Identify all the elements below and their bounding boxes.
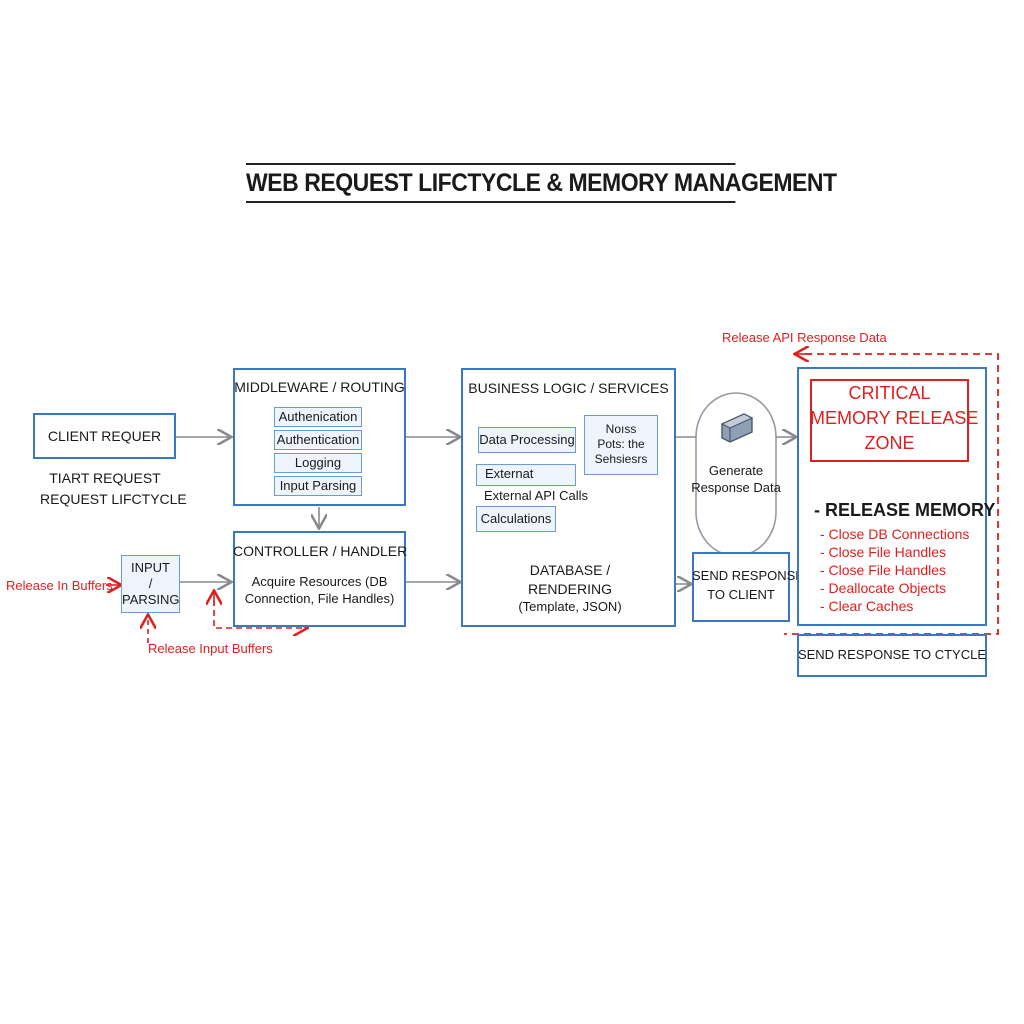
release-item-close-file-2: - Close File Handles	[820, 562, 947, 578]
middleware-item-authentication: Authentication	[274, 430, 362, 450]
notes-line1: Noıss	[605, 422, 637, 436]
release-item-close-file-1: - Close File Handles	[820, 544, 947, 560]
notes-box: Noıss Pots: the Sehsiesrs	[584, 415, 658, 475]
input-parsing-line3: PARSING	[122, 592, 180, 607]
input-parsing-line2: /	[148, 576, 153, 591]
client-request-box: CLIENT REQUER	[33, 413, 176, 459]
middleware-item-logging: Logging	[274, 453, 362, 473]
release-api-label: Release API Response Data	[722, 330, 887, 345]
external-api-label: External API Calls	[484, 488, 589, 503]
server-icon	[720, 413, 754, 443]
critical-line1: CRITICAL	[848, 383, 931, 403]
critical-zone-box	[797, 367, 987, 626]
database-line1: DATABASE /	[529, 562, 611, 578]
generate-line1: Generate	[708, 463, 764, 478]
controller-line2: Connection, File Handles)	[244, 591, 395, 606]
critical-line2: MEMORY RELEASE	[810, 408, 979, 428]
notes-line2: Pots: the	[597, 437, 645, 451]
generate-pill	[695, 392, 777, 557]
controller-header: CONTROLLER / HANDLER	[233, 543, 408, 559]
client-caption-1: TIART REQUEST	[49, 470, 161, 486]
client-request-label: CLIENT REQUER	[47, 428, 162, 444]
controller-line1: Acquire Resources (DB	[251, 574, 388, 589]
send-response-line1: SEND RESPONSE	[692, 568, 804, 583]
external-box: Externat	[476, 464, 576, 486]
client-caption-2: REQUEST LIFCTYCLE	[40, 491, 187, 507]
middleware-item-input-parsing: Input Parsing	[274, 476, 362, 496]
send-cycle-box	[797, 634, 987, 677]
release-item-deallocate: - Deallocate Objects	[820, 580, 947, 596]
generate-line2: Response Data	[691, 480, 781, 495]
database-line2: RENDERING	[527, 581, 612, 597]
input-parsing-line1: INPUT	[131, 560, 170, 575]
controller-box	[233, 531, 406, 627]
business-header: BUSINESS LOGIC / SERVICES	[468, 380, 669, 396]
critical-line3: ZONE	[864, 433, 915, 453]
send-response-line2: TO CLIENT	[707, 587, 775, 602]
send-cycle-label: SEND RESPONSE TO CTYCLE	[797, 647, 987, 662]
business-logic-box	[461, 368, 676, 627]
send-response-box	[692, 552, 790, 622]
critical-title-box	[810, 379, 969, 462]
release-item-clear-caches: - Clear Caches	[820, 598, 914, 614]
release-item-close-db: - Close DB Connections	[820, 526, 970, 542]
database-line3: (Template, JSON)	[518, 599, 622, 614]
release-in-buffers-label: Release In Buffers	[6, 578, 113, 593]
calculations-box: Calculations	[476, 506, 556, 532]
input-parsing-box: INPUT / PARSING	[121, 555, 180, 613]
middleware-header: MIDDLEWARE / ROUTING	[234, 379, 405, 395]
release-input-buffers-label: Release Input Buffers	[148, 641, 273, 656]
notes-line3: Sehsiesrs	[594, 452, 648, 466]
release-memory-header: - RELEASE MEMORY	[814, 500, 996, 520]
data-processing-box: Data Processing	[478, 427, 576, 453]
middleware-item-authenication: Authenication	[274, 407, 362, 427]
